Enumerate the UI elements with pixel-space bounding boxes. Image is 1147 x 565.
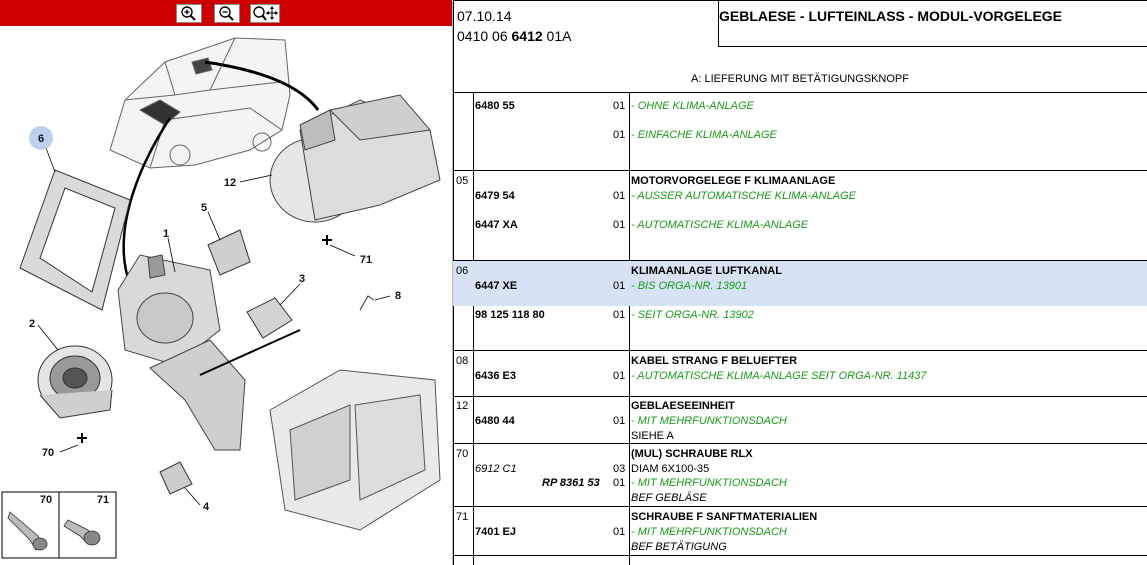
part-description: - AUSSER AUTOMATISCHE KLIMA-ANLAGE — [631, 190, 856, 202]
callout-2[interactable]: 2 — [29, 318, 35, 330]
callout-71[interactable]: 71 — [360, 254, 372, 266]
ref-prefix: 0410 06 — [457, 28, 512, 44]
quantity: 01 — [613, 526, 626, 538]
quantity: 01 — [613, 129, 626, 141]
part-description: - MIT MEHRFUNKTIONSDACH — [631, 477, 787, 489]
blower-housing-part — [269, 94, 441, 223]
resistor-part — [246, 297, 293, 339]
screw-box-70: 70 — [1, 491, 60, 559]
quantity: 01 — [613, 309, 626, 321]
quantity: 01 — [613, 415, 626, 427]
vehicle-illustration — [109, 37, 291, 169]
part-number[interactable]: 7401 EJ — [475, 526, 516, 538]
callout-8[interactable]: 8 — [395, 290, 401, 302]
position-number: 12 — [456, 400, 469, 412]
callout-1[interactable]: 1 — [163, 228, 169, 240]
part-number[interactable]: 98 125 118 80 — [475, 309, 545, 321]
ref-bold: 6412 — [511, 28, 543, 44]
part-number[interactable]: 6480 55 — [475, 100, 515, 112]
part-note: BEF BETÄTIGUNG — [631, 541, 727, 553]
part-description: - AUTOMATISCHE KLIMA-ANLAGE — [631, 219, 809, 231]
position-number: 70 — [456, 448, 469, 460]
part-note: BEF GEBLÄSE — [631, 492, 707, 504]
zoom-toolbar — [0, 0, 452, 26]
part-description: - AUTOMATISCHE KLIMA-ANLAGE SEIT ORGA-NR… — [631, 370, 927, 382]
wiring-part — [359, 295, 375, 311]
part-description: - BIS ORGA-NR. 13901 — [631, 280, 748, 292]
position-number: 08 — [456, 355, 469, 367]
actuator-part — [207, 229, 251, 276]
callout-12[interactable]: 12 — [224, 177, 236, 189]
part-number[interactable]: 6447 XE — [475, 280, 518, 292]
quantity: 01 — [613, 370, 626, 382]
diagram-panel: 6 12 5 1 3 8 71 2 70 4 70 71 — [0, 0, 453, 565]
zoom-in-icon[interactable] — [176, 4, 202, 23]
screw-box-71-label: 71 — [97, 494, 109, 506]
screw-box-71: 71 — [58, 491, 117, 559]
quantity: 03 — [613, 463, 626, 475]
callout-6[interactable]: 6 — [38, 133, 44, 145]
connector-part — [159, 461, 193, 495]
part-number[interactable]: 6436 E3 — [475, 370, 516, 382]
quantity: 01 — [613, 190, 626, 202]
selected-row-highlight — [453, 261, 1147, 306]
part-number[interactable]: 6480 44 — [475, 415, 515, 427]
quantity: 01 — [613, 219, 626, 231]
part-number[interactable]: RP 8361 53 — [542, 477, 600, 489]
part-description: - EINFACHE KLIMA-ANLAGE — [631, 129, 777, 141]
group-title: KLIMAANLAGE LUFTKANAL — [631, 265, 782, 277]
part-number[interactable]: 6447 XA — [475, 219, 518, 231]
quantity: 01 — [613, 280, 626, 292]
ref-suffix: 01A — [542, 28, 572, 44]
part-description: DIAM 6X100-35 — [631, 463, 710, 475]
position-number: 06 — [456, 265, 469, 277]
quantity: 01 — [613, 477, 626, 489]
part-description: - MIT MEHRFUNKTIONSDACH — [631, 415, 787, 427]
screw-box-70-label: 70 — [40, 494, 52, 506]
group-title: KABEL STRANG F BELUEFTER — [631, 355, 798, 367]
catalog-reference: 0410 06 6412 01A — [457, 28, 571, 44]
callout-bubble — [29, 126, 53, 150]
zoom-out-icon[interactable] — [214, 4, 240, 23]
group-title: MOTORVORGELEGE F KLIMAANLAGE — [631, 175, 836, 187]
heater-box-part — [269, 369, 441, 531]
callout-5[interactable]: 5 — [201, 202, 207, 214]
delivery-note: A: LIEFERUNG MIT BETÄTIGUNGSKNOPF — [691, 73, 909, 85]
blower-fan-part — [37, 345, 113, 419]
catalog-date: 07.10.14 — [457, 8, 512, 24]
fixing-marker-70 — [77, 433, 87, 443]
position-number: 05 — [456, 175, 469, 187]
part-description: - SEIT ORGA-NR. 13902 — [631, 309, 754, 321]
callout-70[interactable]: 70 — [42, 447, 54, 459]
callout-3[interactable]: 3 — [299, 273, 305, 285]
group-title: SCHRAUBE F SANFTMATERIALIEN — [631, 511, 818, 523]
quantity: 01 — [613, 100, 626, 112]
group-title: GEBLAESEEINHEIT — [631, 400, 735, 412]
callout-4[interactable]: 4 — [203, 501, 210, 513]
part-description: - MIT MEHRFUNKTIONSDACH — [631, 526, 787, 538]
part-note: SIEHE A — [631, 430, 674, 442]
air-inlet-frame-part — [19, 169, 131, 311]
blower-module-part — [117, 254, 246, 451]
parts-list-panel: 07.10.14 0410 06 6412 01A GEBLAESE - LUF… — [453, 0, 1147, 565]
fixing-marker-71 — [322, 235, 332, 245]
part-description: - OHNE KLIMA-ANLAGE — [631, 100, 754, 112]
group-title: (MUL) SCHRAUBE RLX — [631, 448, 753, 460]
zoom-pan-icon[interactable] — [250, 4, 280, 23]
part-number[interactable]: 6912 C1 — [475, 463, 517, 475]
part-number[interactable]: 6479 54 — [475, 190, 515, 202]
exploded-parts-diagram: 6 12 5 1 3 8 71 2 70 4 70 71 — [1, 37, 441, 559]
page-title: GEBLAESE - LUFTEINLASS - MODUL-VORGELEGE — [719, 8, 1063, 24]
position-number: 71 — [456, 511, 469, 523]
